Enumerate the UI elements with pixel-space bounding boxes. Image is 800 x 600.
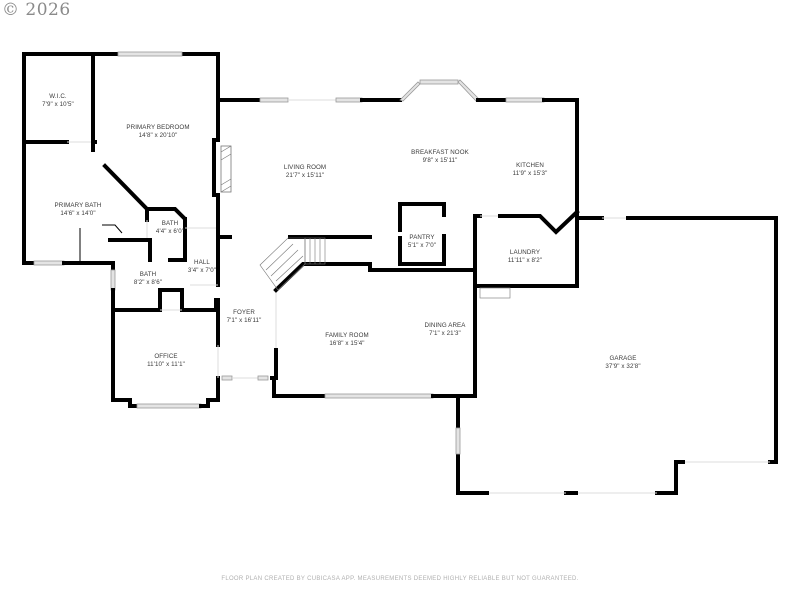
copyright-notice: © 2026 bbox=[2, 0, 71, 20]
window bbox=[33, 260, 65, 266]
wall-west bbox=[22, 52, 115, 265]
window bbox=[117, 51, 183, 57]
disclaimer-footer: FLOOR PLAN CREATED BY CUBICASA APP. MEAS… bbox=[221, 576, 579, 582]
room-wic: W.I.C.7'9" x 10'5" bbox=[42, 93, 74, 108]
